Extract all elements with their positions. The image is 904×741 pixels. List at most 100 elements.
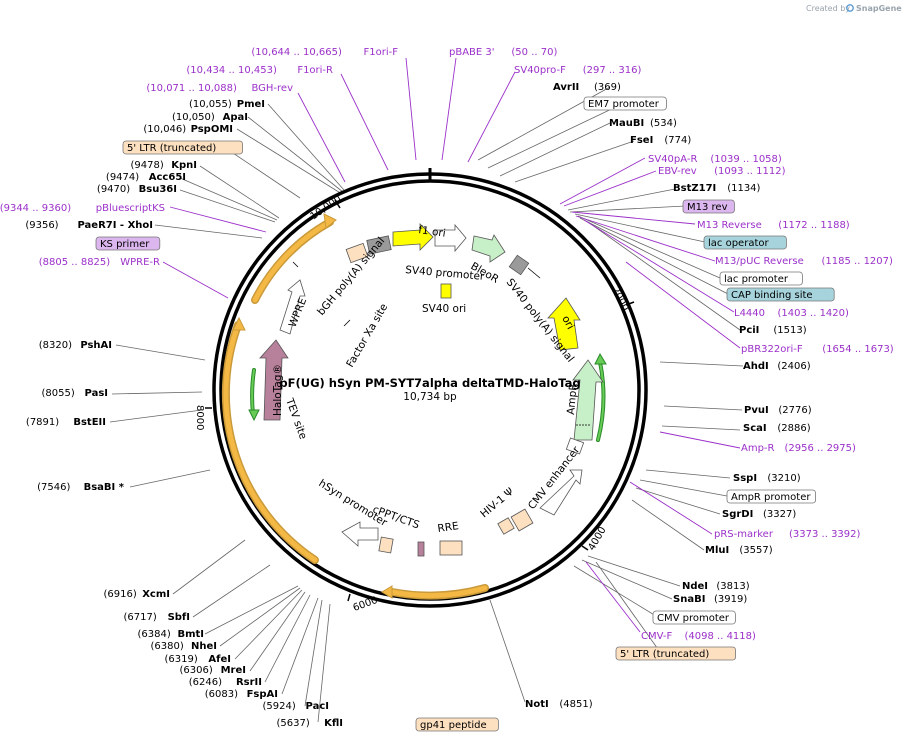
enzyme-32: PspOMI xyxy=(191,124,233,135)
enzyme-0: AvrII xyxy=(553,82,579,93)
enzyme-14: KflI xyxy=(324,718,343,729)
cmv-promoter-shape xyxy=(497,517,515,535)
label-halotag: HaloTag® xyxy=(272,364,284,416)
feature-box-2 xyxy=(703,235,787,250)
enzyme-coord-23: (6916) xyxy=(104,589,137,600)
label-factor-xa: Factor Xa site xyxy=(344,302,390,370)
enzyme-coord-21: (6384) xyxy=(138,629,171,640)
primer-coord-0: (10,644 .. 10,665) xyxy=(251,47,342,58)
feature-box-label-8: 5' LTR (truncated) xyxy=(127,143,216,154)
enzyme-18: MreI xyxy=(221,665,246,676)
enzyme-coord-32: (10,046) xyxy=(143,124,186,135)
feature-box-9 xyxy=(95,236,161,251)
credit-brand: SnapGene xyxy=(856,4,902,13)
enzyme-25: BstEII xyxy=(73,417,106,428)
ori-shape xyxy=(547,297,581,351)
primer-4: SV40pro-F xyxy=(514,65,566,76)
primer-coord-6: (1093 .. 1112) xyxy=(714,166,786,177)
cppt-shape xyxy=(378,536,394,554)
feature-box-0 xyxy=(583,96,667,111)
orf-arcs xyxy=(221,218,606,600)
feature-box-label-1: M13 rev xyxy=(687,202,728,213)
feature-box-4 xyxy=(726,287,835,302)
primer-coord-13: (4098 .. 4118) xyxy=(685,631,757,642)
snapgene-logo-icon xyxy=(846,4,854,12)
callout-lines xyxy=(109,86,744,723)
enzyme-coord-11: (3813) xyxy=(716,581,749,592)
enzyme-19: AfeI xyxy=(208,654,231,665)
feature-box-label-0: EM7 promoter xyxy=(588,99,660,110)
bleor-shape xyxy=(471,234,506,263)
feature-box-6 xyxy=(652,610,736,625)
enzyme-coord-4: (1513) xyxy=(773,325,806,336)
feature-box-label-3: lac promoter xyxy=(724,274,789,285)
enzyme-10: MluI xyxy=(705,545,729,556)
plasmid-title: pF(UG) hSyn PM-SYT7alpha deltaTMD-HaloTa… xyxy=(279,376,580,390)
tick-4000: 4000 xyxy=(586,525,608,553)
enzyme-27: PshAI xyxy=(80,340,112,351)
primer-coord-1: (10,434 .. 10,453) xyxy=(186,65,277,76)
primer-coord-15: (8805 .. 8825) xyxy=(39,257,111,268)
enzyme-coord-29: (9470) xyxy=(97,184,130,195)
f1-ori-shape xyxy=(392,223,434,251)
enzyme-coord-5: (2406) xyxy=(777,361,810,372)
cmv-enhancer-shape xyxy=(539,469,583,516)
enzyme-12: SnaBI xyxy=(673,594,705,605)
halotag-shape xyxy=(259,339,289,421)
enzyme-23: XcmI xyxy=(142,589,170,600)
enzyme-coord-10: (3557) xyxy=(739,545,772,556)
ampr-shape xyxy=(572,359,604,441)
enzyme-5: AhdI xyxy=(743,361,769,372)
label-tev-site: TEV site xyxy=(283,396,309,441)
enzyme-coord-1: (534) xyxy=(650,118,677,129)
primer-2: BGH-rev xyxy=(251,83,293,94)
enzyme-1: MauBI xyxy=(609,118,644,129)
primer-15: WPRE-R xyxy=(120,257,160,268)
primer-1: F1ori-R xyxy=(297,65,333,76)
enzyme-9: SgrDI xyxy=(722,509,753,520)
enzyme-coord-24: (7546) xyxy=(37,482,70,493)
primer-coord-14: (9344 .. 9360) xyxy=(0,203,71,214)
feature-box-3 xyxy=(719,271,803,286)
tick-8000: 8000 xyxy=(194,405,205,430)
enzyme-15: PacI xyxy=(306,701,329,712)
enzyme-16: FspAI xyxy=(247,689,278,700)
enzyme-coord-7: (2886) xyxy=(777,423,810,434)
primer-coord-12: (3373 .. 3392) xyxy=(789,529,861,540)
enzyme-28: PaeR7I - XhoI xyxy=(77,220,153,231)
enzyme-coord-17: (6246) xyxy=(189,677,222,688)
enzyme-coord-20: (6380) xyxy=(151,641,184,652)
primer-10: pBR322ori-F xyxy=(741,344,803,355)
hiv-psi-shape xyxy=(510,508,534,532)
feature-box-7 xyxy=(615,646,736,661)
enzyme-coord-25: (7891) xyxy=(26,417,59,428)
primer-coord-4: (297 .. 316) xyxy=(583,65,642,76)
primer-13: CMV-F xyxy=(641,631,672,642)
enzyme-coord-18: (6306) xyxy=(180,665,213,676)
enzyme-3: BstZ17I xyxy=(673,183,716,194)
enzyme-11: NdeI xyxy=(682,581,708,592)
enzyme-6: PvuI xyxy=(744,405,769,416)
label-rre: RRE xyxy=(437,520,460,535)
enzyme-33: ApaI xyxy=(223,112,248,123)
enzyme-coord-31: (9478) xyxy=(131,160,164,171)
enzyme-coord-28: (9356) xyxy=(25,220,58,231)
feature-box-label-4: CAP binding site xyxy=(731,290,813,301)
enzyme-coord-0: (369) xyxy=(594,82,621,93)
enzyme-coord-33: (10,050) xyxy=(172,112,215,123)
primer-5: SV40pA-R xyxy=(648,154,697,165)
outer-labels: AvrII(369)MauBI(534)FseI(774)BstZ17I(113… xyxy=(0,47,894,732)
feature-box-10 xyxy=(415,717,499,732)
label-hiv-psi: HIV-1 Ψ xyxy=(478,486,516,521)
enzyme-coord-26: (8055) xyxy=(42,388,75,399)
gp41-shape xyxy=(417,541,425,557)
primer-9: L4440 xyxy=(734,308,765,319)
label-sv40-ori: SV40 ori xyxy=(422,303,466,315)
feature-box-label-2: lac operator xyxy=(708,238,769,249)
enzyme-4: PciI xyxy=(739,325,759,336)
feature-box-label-10: gp41 peptide xyxy=(420,720,487,731)
enzyme-coord-14: (5637) xyxy=(277,718,310,729)
primer-3: pBABE 3' xyxy=(449,47,495,58)
label-ampr: AmpR xyxy=(565,383,580,415)
